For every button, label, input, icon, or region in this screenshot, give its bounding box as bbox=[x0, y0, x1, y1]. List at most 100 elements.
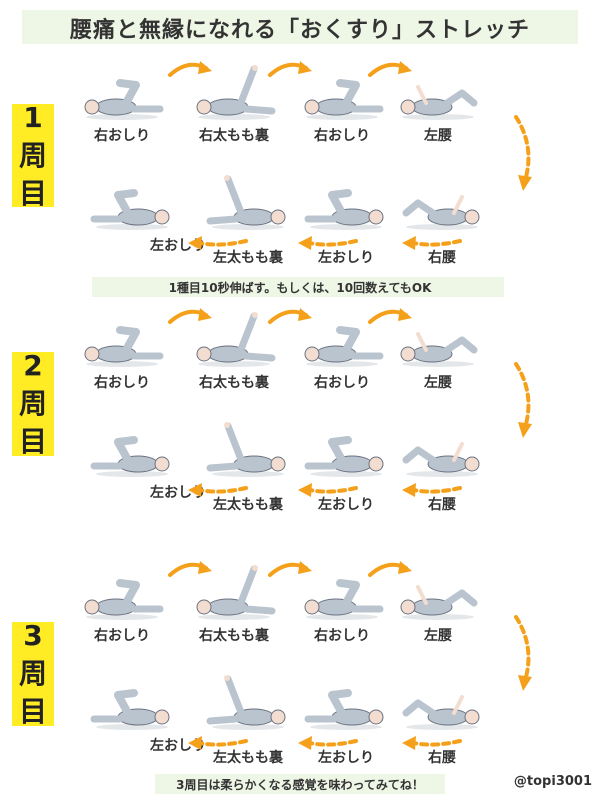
next-step-arrow bbox=[368, 561, 412, 577]
stretch-figure-illustration bbox=[196, 65, 276, 120]
note-background bbox=[155, 774, 445, 794]
stretch-figure-illustration bbox=[196, 312, 276, 367]
round-number: 3 bbox=[23, 619, 43, 652]
stretch-label: 左太もも裏 bbox=[213, 750, 283, 766]
stretch-figure bbox=[300, 563, 384, 623]
next-step-arrow bbox=[268, 308, 312, 324]
stretch-label: 左腰 bbox=[424, 628, 452, 644]
stretch-figure bbox=[192, 63, 276, 123]
stretch-label: 右おしり bbox=[314, 628, 370, 644]
stretch-figure-illustration bbox=[206, 422, 286, 477]
next-step-arrow bbox=[268, 561, 312, 577]
stretch-figure bbox=[90, 173, 174, 233]
stretch-figure bbox=[396, 563, 480, 623]
instruction-note: 1種目10秒伸ばす。もしくは、10回数えてもOK bbox=[168, 281, 432, 295]
stretch-label: 左太もも裏 bbox=[213, 497, 283, 513]
stretch-figure-illustration bbox=[402, 442, 480, 477]
stretch-label: 右太もも裏 bbox=[199, 628, 269, 644]
stretch-figure-illustration bbox=[84, 326, 164, 367]
round-number: 2 bbox=[23, 349, 43, 382]
stretch-figure-illustration bbox=[400, 332, 478, 367]
round-label-char: 周 bbox=[18, 138, 47, 172]
turn-arrow bbox=[514, 615, 532, 691]
stretch-figure-illustration bbox=[304, 689, 384, 730]
stretch-figure bbox=[192, 563, 276, 623]
stretch-label: 左おしり bbox=[318, 497, 374, 513]
round-label-char: 目 bbox=[18, 425, 47, 458]
stretch-figure-illustration bbox=[400, 585, 478, 620]
stretch-figure bbox=[304, 420, 388, 480]
stretch-figure-illustration bbox=[304, 579, 384, 620]
stretch-label: 右おしり bbox=[314, 375, 370, 391]
stretch-figure bbox=[300, 310, 384, 370]
stretch-label: 左太もも裏 bbox=[213, 250, 283, 266]
stretch-label: 右太もも裏 bbox=[199, 375, 269, 391]
next-step-arrow bbox=[298, 483, 358, 497]
note-background bbox=[92, 277, 504, 297]
stretch-figure bbox=[192, 310, 276, 370]
next-step-arrow bbox=[188, 483, 248, 497]
stretch-figure bbox=[304, 173, 388, 233]
round-label: 1 周目 bbox=[12, 101, 54, 210]
round-number: 1 bbox=[23, 100, 43, 134]
round-label: 3 周目 bbox=[12, 619, 54, 728]
stretch-label: 右おしり bbox=[314, 128, 370, 144]
stretch-figure bbox=[400, 673, 484, 733]
stretch-figure bbox=[80, 563, 164, 623]
stretch-label: 左おしり bbox=[318, 250, 374, 266]
stretch-label: 右おしり bbox=[94, 128, 150, 144]
page-title: 腰痛と無縁になれる「おくすり」ストレッチ bbox=[69, 18, 530, 43]
next-step-arrow bbox=[298, 236, 358, 250]
next-step-arrow bbox=[168, 61, 212, 77]
next-step-arrow bbox=[188, 236, 248, 250]
stretch-figure bbox=[80, 310, 164, 370]
stretch-label: 右おしり bbox=[94, 628, 150, 644]
stretch-label: 左おしり bbox=[318, 750, 374, 766]
stretch-figure-illustration bbox=[304, 79, 384, 120]
stretch-figure-illustration bbox=[90, 436, 170, 477]
stretch-figure bbox=[206, 420, 290, 480]
stretch-figure-illustration bbox=[304, 436, 384, 477]
stretch-label: 右腰 bbox=[428, 497, 456, 513]
stretch-figure bbox=[90, 420, 174, 480]
stretch-figure-illustration bbox=[84, 79, 164, 120]
stretch-figure bbox=[206, 673, 290, 733]
stretch-figure bbox=[396, 310, 480, 370]
round-label-char: 目 bbox=[18, 695, 47, 728]
stretch-figure-illustration bbox=[402, 695, 480, 730]
round-label-char: 目 bbox=[18, 176, 47, 210]
next-step-arrow bbox=[402, 483, 462, 497]
stretch-label: 右腰 bbox=[428, 250, 456, 266]
next-step-arrow bbox=[168, 561, 212, 577]
stretch-figure bbox=[80, 63, 164, 123]
stretch-label: 右腰 bbox=[428, 750, 456, 766]
stretch-figure bbox=[400, 420, 484, 480]
stretch-figure-illustration bbox=[400, 85, 478, 120]
stretch-label: 左腰 bbox=[424, 128, 452, 144]
stretch-figure bbox=[400, 173, 484, 233]
stretch-figure-illustration bbox=[90, 189, 170, 230]
stretch-figure-illustration bbox=[304, 189, 384, 230]
next-step-arrow bbox=[188, 736, 248, 750]
author-credit: @topi3001 bbox=[513, 774, 592, 789]
next-step-arrow bbox=[298, 736, 358, 750]
turn-arrow bbox=[514, 362, 532, 438]
stretch-label: 左腰 bbox=[424, 375, 452, 391]
stretch-figure-illustration bbox=[304, 326, 384, 367]
next-step-arrow bbox=[368, 308, 412, 324]
closing-note: 3周目は柔らかくなる感覚を味わってみてね！ bbox=[176, 778, 424, 792]
next-step-arrow bbox=[268, 61, 312, 77]
stretch-figure-illustration bbox=[196, 565, 276, 620]
stretch-figure-illustration bbox=[90, 689, 170, 730]
stretch-figure bbox=[300, 63, 384, 123]
next-step-arrow bbox=[402, 736, 462, 750]
stretch-figure-illustration bbox=[84, 579, 164, 620]
stretch-figure bbox=[396, 63, 480, 123]
stretch-label: 右おしり bbox=[94, 375, 150, 391]
stretch-label: 右太もも裏 bbox=[199, 128, 269, 144]
stretch-figure-illustration bbox=[206, 175, 286, 230]
round-label-char: 周 bbox=[18, 657, 47, 690]
stretch-figure-illustration bbox=[206, 675, 286, 730]
stretch-figure bbox=[304, 673, 388, 733]
